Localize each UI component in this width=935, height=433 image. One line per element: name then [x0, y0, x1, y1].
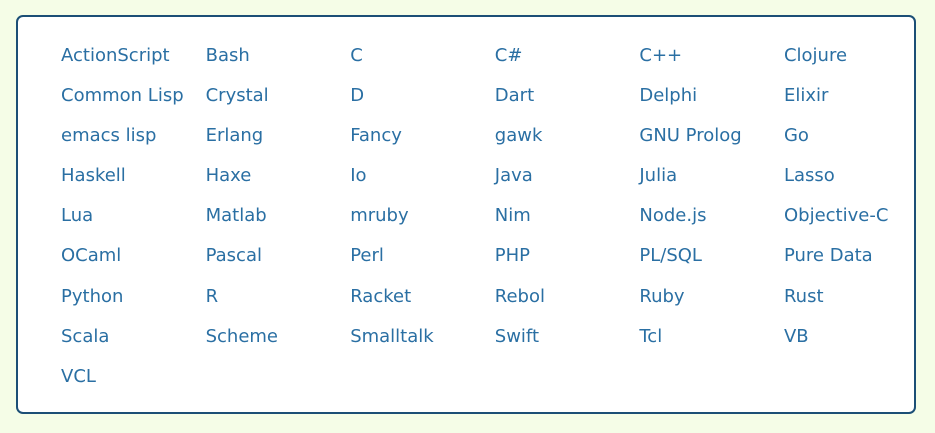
language-link-perl[interactable]: Perl	[350, 245, 384, 267]
language-link-c[interactable]: C	[350, 45, 363, 66]
language-link-r[interactable]: R	[205, 285, 219, 307]
language-link-pascal[interactable]: Pascal	[205, 245, 262, 267]
language-link-c-[interactable]: C++	[639, 45, 683, 66]
language-link-gawk[interactable]: gawk	[494, 125, 543, 147]
language-link-lasso[interactable]: Lasso	[783, 165, 835, 187]
language-link-ocaml[interactable]: OCaml	[61, 245, 122, 267]
language-link-haxe[interactable]: Haxe	[205, 165, 252, 187]
language-link-pure-data[interactable]: Pure Data	[783, 245, 873, 267]
language-link-go[interactable]: Go	[783, 125, 809, 147]
language-link-elixir[interactable]: Elixir	[783, 85, 829, 107]
language-link-scala[interactable]: Scala	[61, 325, 110, 347]
language-link-actionscript[interactable]: ActionScript	[61, 45, 170, 66]
language-link-tcl[interactable]: Tcl	[639, 325, 663, 347]
language-link-python[interactable]: Python	[61, 285, 124, 307]
language-link-fancy[interactable]: Fancy	[350, 125, 402, 147]
language-link-vb[interactable]: VB	[783, 325, 809, 347]
language-link-rebol[interactable]: Rebol	[494, 285, 545, 307]
language-link-php[interactable]: PHP	[494, 245, 531, 267]
language-link-bash[interactable]: Bash	[205, 45, 250, 66]
language-link-smalltalk[interactable]: Smalltalk	[350, 325, 434, 347]
language-link-julia[interactable]: Julia	[639, 165, 678, 187]
language-link-erlang[interactable]: Erlang	[205, 125, 264, 147]
language-link-objective-c[interactable]: Objective-C	[783, 205, 889, 227]
language-link-lua[interactable]: Lua	[61, 205, 94, 227]
language-link-ruby[interactable]: Ruby	[639, 285, 685, 307]
language-link-vcl[interactable]: VCL	[61, 365, 96, 387]
language-link-java[interactable]: Java	[494, 165, 533, 187]
language-link-mruby[interactable]: mruby	[350, 205, 409, 227]
language-link-clojure[interactable]: Clojure	[783, 45, 848, 66]
language-link-pl-sql[interactable]: PL/SQL	[639, 245, 702, 267]
language-link-io[interactable]: Io	[350, 165, 367, 187]
language-link-c-[interactable]: C#	[494, 45, 523, 66]
language-link-rust[interactable]: Rust	[783, 285, 824, 307]
language-link-gnu-prolog[interactable]: GNU Prolog	[639, 125, 742, 147]
language-link-node-js[interactable]: Node.js	[639, 205, 707, 227]
language-link-crystal[interactable]: Crystal	[205, 85, 269, 107]
language-link-matlab[interactable]: Matlab	[205, 205, 267, 227]
language-link-swift[interactable]: Swift	[494, 325, 540, 347]
language-link-d[interactable]: D	[350, 85, 365, 107]
language-link-nim[interactable]: Nim	[494, 205, 531, 227]
language-link-delphi[interactable]: Delphi	[639, 85, 698, 107]
language-link-haskell[interactable]: Haskell	[61, 165, 126, 187]
language-link-scheme[interactable]: Scheme	[205, 325, 279, 347]
language-link-common-lisp[interactable]: Common Lisp	[61, 85, 184, 107]
language-link-dart[interactable]: Dart	[494, 85, 535, 107]
language-link-emacs-lisp[interactable]: emacs lisp	[61, 125, 157, 147]
language-link-racket[interactable]: Racket	[350, 285, 412, 307]
